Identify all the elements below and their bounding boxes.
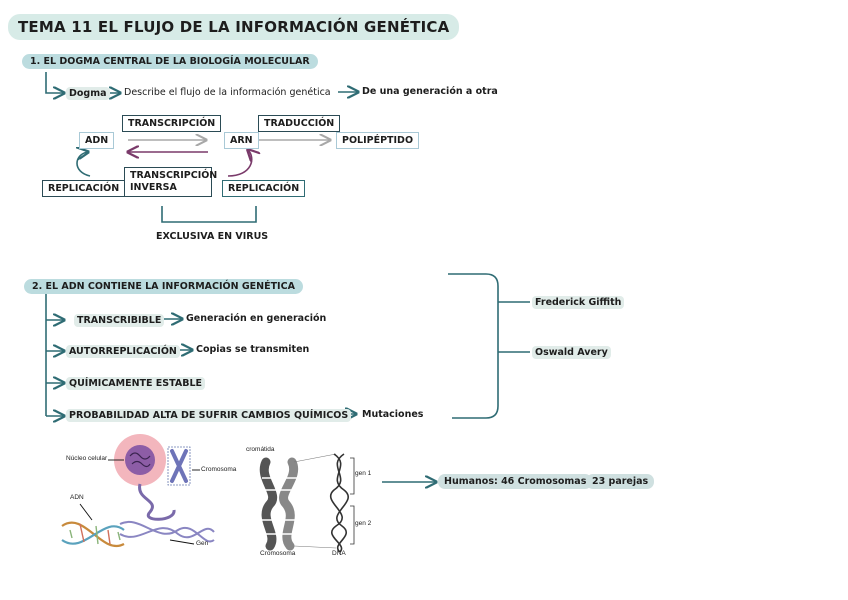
dna-helix-a [61,521,125,548]
polipeptido-box: POLIPÉPTIDO [336,132,420,149]
chromatin-coil [138,483,176,521]
virus-bracket [161,206,257,223]
label-adn: ADN [70,494,84,501]
label-chromosome: Cromosoma [260,550,296,557]
nucleus [125,445,155,475]
gene-helix-b [119,527,215,539]
property-autorreplicacion-result: Copias se transmiten [196,344,310,355]
replicacion-adn-box: REPLICACIÓN [42,180,126,197]
humanos-pill: Humanos: 46 Cromosomas [438,474,593,489]
dna-helix-b [61,525,125,545]
describe-text: Describe el flujo de la información gené… [124,87,331,98]
replicacion-arn-box: REPLICACIÓN [222,180,306,197]
dogma-connector [45,72,64,93]
transcripcion-box: TRANSCRIPCIÓN [122,115,222,132]
label-cromatida: cromátida [246,446,275,453]
transcripcion-inversa-box: TRANSCRIPCIÓN INVERSA [124,167,217,197]
parejas-pill: 23 parejas [586,474,655,489]
dna-strand-a [333,453,349,553]
scientist-avery: Oswald Avery [532,346,611,359]
property-quimicamente-estable: QUÍMICAMENTE ESTABLE [66,377,206,390]
gene-helix-a [119,521,215,543]
label-dna: DNA [332,550,346,557]
property-cambios-quimicos-result: Mutaciones [362,409,424,420]
rna-replication-loop [227,150,252,177]
gene-2-bracket [350,505,355,545]
label-cromosoma: Cromosoma [201,466,237,473]
section-1-heading: 1. EL DOGMA CENTRAL DE LA BIOLOGÍA MOLEC… [22,54,318,69]
label-gen2: gen 2 [355,520,372,527]
property-transcribible-result: Generación en generación [186,313,327,324]
property-autorreplicacion: AUTORREPLICACIÓN [66,345,180,358]
arn-box: ARN [224,132,259,149]
scientists-brace [448,273,499,419]
dna-strand-b [330,453,345,553]
label-nucleo: Núcleo celular [66,455,108,462]
adn-box: ADN [79,132,115,149]
section-2-heading: 2. EL ADN CONTIENE LA INFORMACIÓN GENÉTI… [24,279,303,294]
exclusiva-virus-label: EXCLUSIVA EN VIRUS [156,231,269,242]
scientist-giffith: Frederick Giffith [532,296,625,309]
dogma-label: Dogma [66,87,110,100]
property-transcribible: TRANSCRIBIBLE [74,314,165,327]
gene-1-bracket [350,457,355,495]
generation-text: De una generación a otra [362,86,498,97]
traduccion-box: TRADUCCIÓN [258,115,341,132]
page-title: TEMA 11 EL FLUJO DE LA INFORMACIÓN GENÉT… [8,14,460,40]
label-gen: Gen [196,540,209,547]
property-cambios-quimicos: PROBABILIDAD ALTA DE SUFRIR CAMBIOS QUÍM… [66,409,352,422]
label-gen1: gen 1 [355,470,372,477]
dna-replication-loop [77,152,90,177]
